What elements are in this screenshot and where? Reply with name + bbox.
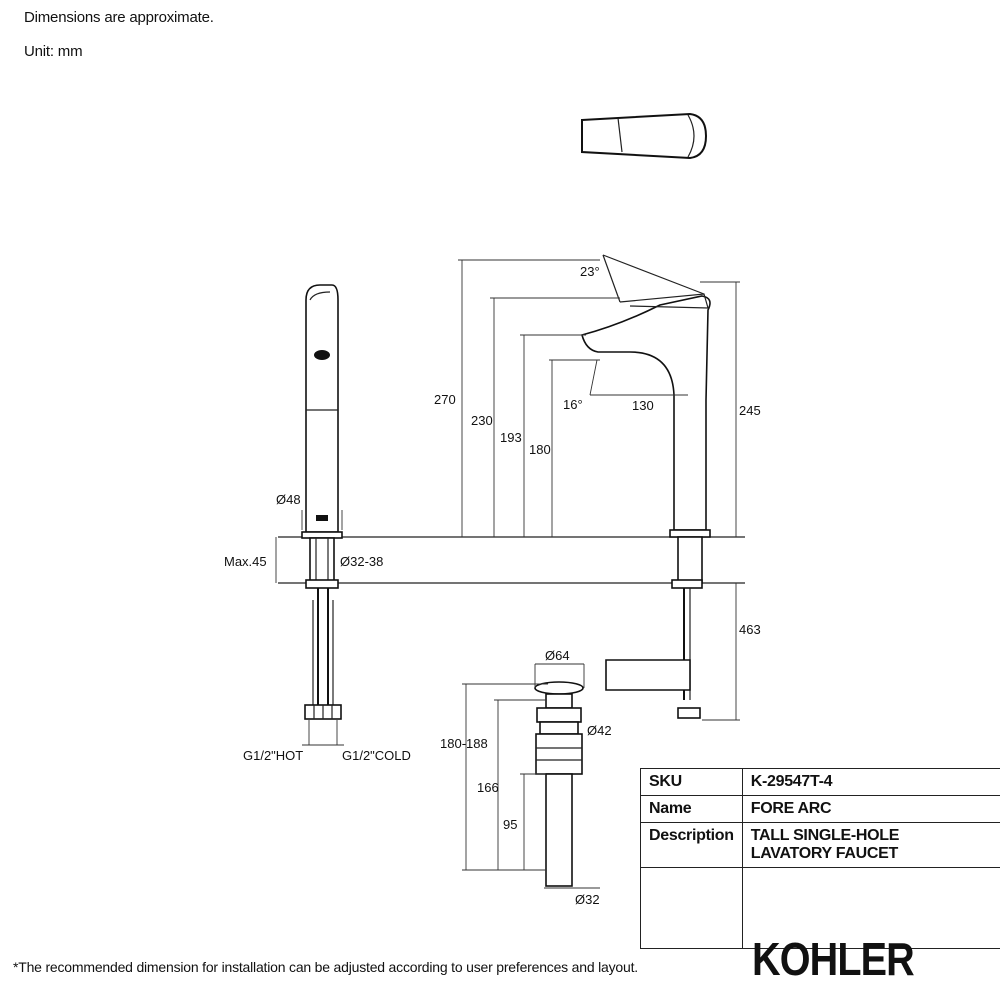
dia-32: Ø32	[575, 892, 600, 907]
dia-48: Ø48	[276, 492, 301, 507]
spec-row-sku: SKU K-29547T-4	[640, 768, 1000, 796]
max-45: Max.45	[224, 554, 267, 569]
name-label: Name	[640, 795, 743, 823]
kohler-logo: KOHLER	[752, 933, 915, 985]
dim-180: 180	[529, 442, 551, 457]
dim-193: 193	[500, 430, 522, 445]
spec-row-description: Description TALL SINGLE-HOLE LAVATORY FA…	[640, 822, 1000, 868]
dia-32-38: Ø32-38	[340, 554, 383, 569]
cold-connection: G1/2"COLD	[342, 748, 411, 763]
description-label: Description	[640, 822, 743, 868]
name-value: FORE ARC	[741, 795, 1000, 823]
spec-row-name: Name FORE ARC	[640, 795, 1000, 823]
dim-230: 230	[471, 413, 493, 428]
logo-spacer-cell	[640, 867, 743, 949]
dim-463: 463	[739, 622, 761, 637]
dim-245: 245	[739, 403, 761, 418]
dim-180-188: 180-188	[440, 736, 488, 751]
front-dimension-lines	[275, 259, 740, 746]
angle-23: 23°	[580, 264, 600, 279]
dia-64: Ø64	[545, 648, 570, 663]
unit-note: Unit: mm	[24, 43, 83, 60]
drain-dimension-lines	[462, 663, 600, 889]
logo-cell	[741, 867, 1000, 949]
sku-label: SKU	[640, 768, 743, 796]
spec-table: SKU K-29547T-4 Name FORE ARC Description…	[640, 768, 1000, 949]
hot-connection: G1/2"HOT	[243, 748, 303, 763]
pop-up-drain	[534, 681, 584, 887]
spec-row-logo	[640, 867, 1000, 949]
footnote: *The recommended dimension for installat…	[13, 959, 638, 975]
faucet-side-view	[301, 284, 343, 720]
description-line-1: TALL SINGLE-HOLE	[750, 827, 900, 844]
dim-130: 130	[632, 398, 654, 413]
dim-270: 270	[434, 392, 456, 407]
description-value: TALL SINGLE-HOLE LAVATORY FAUCET	[741, 822, 1000, 868]
countertop	[278, 536, 745, 584]
description-line-2: LAVATORY FAUCET	[750, 845, 899, 862]
spout-top-view	[581, 112, 708, 160]
dim-166: 166	[477, 780, 499, 795]
faucet-front-view	[581, 254, 711, 719]
sku-value: K-29547T-4	[741, 768, 1000, 796]
angle-16: 16°	[563, 397, 583, 412]
dim-95: 95	[503, 817, 517, 832]
approx-note: Dimensions are approximate.	[24, 9, 214, 26]
dia-42: Ø42	[587, 723, 612, 738]
